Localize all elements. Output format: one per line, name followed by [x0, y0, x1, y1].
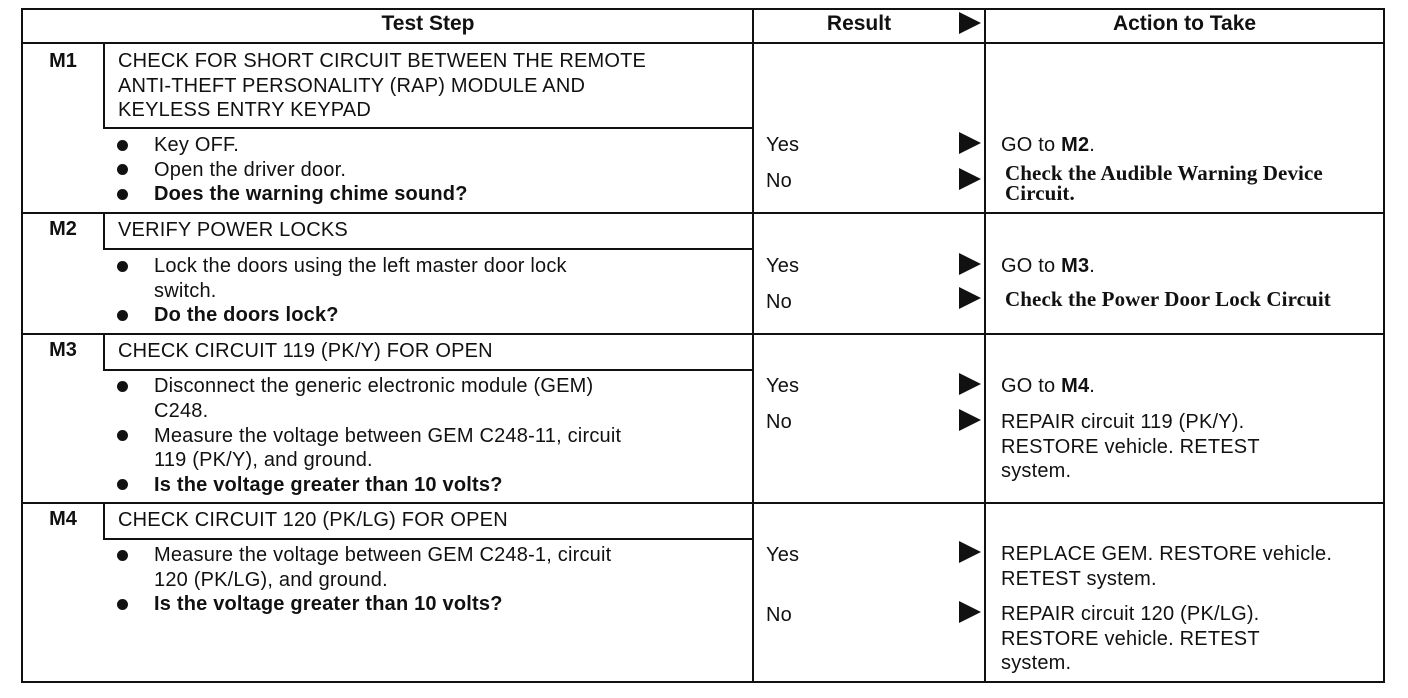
- bullet-text: Disconnect the generic electronic module…: [154, 375, 594, 397]
- action-no: REPAIR circuit 119 (PK/Y).: [1001, 411, 1245, 433]
- action-yes: REPLACE GEM. RESTORE vehicle.: [1001, 543, 1333, 565]
- result-yes: Yes: [766, 134, 800, 156]
- bullet-text: Open the driver door.: [154, 159, 347, 181]
- m4-id-divider: [103, 502, 105, 539]
- bullet-text: 119 (PK/Y), and ground.: [154, 449, 373, 471]
- bullet-text: 120 (PK/LG), and ground.: [154, 568, 388, 591]
- step-id-m2: M2: [49, 218, 77, 240]
- step-id-m3: M3: [49, 339, 77, 361]
- step-title-m3: CHECK CIRCUIT 119 (PK/Y) FOR OPEN: [118, 340, 493, 362]
- result-no: No: [766, 604, 792, 626]
- action-yes: GO to M2.: [1001, 134, 1096, 156]
- bullet-icon: [117, 140, 128, 151]
- action-no: RESTORE vehicle. RETEST: [1001, 627, 1260, 650]
- bullet-text: Measure the voltage between GEM C248-11,…: [154, 424, 622, 447]
- step-link: M3: [1061, 255, 1090, 277]
- m1-bottom-rule: [21, 212, 1385, 214]
- bullet-question: Is the voltage greater than 10 volts?: [154, 473, 503, 496]
- header-test-step: Test Step: [381, 12, 475, 35]
- action-no: Check the Power Door Lock Circuit: [1005, 287, 1331, 311]
- bullet-icon: [117, 381, 128, 392]
- border-left: [21, 8, 23, 683]
- step-link: M4: [1061, 375, 1090, 397]
- step-title-m4: CHECK CIRCUIT 120 (PK/LG) FOR OPEN: [118, 509, 508, 531]
- arrow-icon: [959, 132, 981, 154]
- header-arrow-icon: [959, 12, 981, 34]
- bullet-icon: [117, 261, 128, 272]
- header-rule: [21, 42, 1385, 44]
- header-result: Result: [826, 12, 892, 35]
- arrow-icon: [959, 541, 981, 563]
- arrow-icon: [959, 601, 981, 623]
- m3-title-rule: [103, 369, 753, 371]
- step-id-m4: M4: [49, 508, 77, 530]
- result-yes: Yes: [766, 255, 800, 277]
- action-no: system.: [1001, 460, 1072, 482]
- bullet-icon: [117, 310, 128, 321]
- action-no: Check the Audible Warning Device: [1005, 161, 1323, 185]
- bullet-icon: [117, 479, 128, 490]
- bullet-text: Key OFF.: [154, 134, 239, 156]
- step-id-m1: M1: [49, 50, 77, 72]
- action-no: RESTORE vehicle. RETEST: [1001, 435, 1260, 458]
- bullet-text: Lock the doors using the left master doo…: [154, 255, 567, 277]
- header-action: Action to Take: [1112, 12, 1257, 35]
- divider-result: [752, 8, 754, 683]
- result-no: No: [766, 170, 792, 192]
- bullet-text: Measure the voltage between GEM C248-1, …: [154, 544, 612, 566]
- border-bottom: [21, 681, 1385, 683]
- border-right: [1383, 8, 1385, 683]
- action-no: system.: [1001, 652, 1072, 674]
- bullet-icon: [117, 430, 128, 441]
- bullet-icon: [117, 164, 128, 175]
- border-top: [21, 8, 1385, 10]
- m1-title-rule: [103, 127, 753, 129]
- m3-bottom-rule: [21, 502, 1385, 504]
- bullet-question: Is the voltage greater than 10 volts?: [154, 593, 503, 615]
- action-yes: GO to M4.: [1001, 375, 1096, 397]
- title-line: KEYLESS ENTRY KEYPAD: [118, 99, 371, 121]
- title-line: CHECK FOR SHORT CIRCUIT BETWEEN THE REMO…: [118, 50, 647, 72]
- bullet-icon: [117, 189, 128, 200]
- step-link: M2: [1061, 134, 1090, 156]
- arrow-icon: [959, 287, 981, 309]
- result-no: No: [766, 411, 792, 433]
- action-yes: GO to M3.: [1001, 255, 1096, 277]
- action-no: Circuit.: [1005, 181, 1075, 205]
- arrow-icon: [959, 409, 981, 431]
- title-line: ANTI-THEFT PERSONALITY (RAP) MODULE AND: [118, 74, 586, 97]
- m2-title-rule: [103, 248, 753, 250]
- bullet-text: switch.: [154, 279, 217, 302]
- step-title-m2: VERIFY POWER LOCKS: [118, 219, 348, 241]
- m3-id-divider: [103, 333, 105, 370]
- result-no: No: [766, 291, 792, 313]
- bullet-icon: [117, 599, 128, 610]
- m2-id-divider: [103, 212, 105, 249]
- action-no: REPAIR circuit 120 (PK/LG).: [1001, 603, 1260, 625]
- action-yes: RETEST system.: [1001, 567, 1157, 590]
- m4-title-rule: [103, 538, 753, 540]
- divider-action: [984, 8, 986, 683]
- m2-bottom-rule: [21, 333, 1385, 335]
- bullet-question: Do the doors lock?: [154, 304, 339, 326]
- result-yes: Yes: [766, 544, 800, 566]
- bullet-icon: [117, 550, 128, 561]
- arrow-icon: [959, 253, 981, 275]
- bullet-text: C248.: [154, 399, 209, 422]
- result-yes: Yes: [766, 375, 800, 397]
- arrow-icon: [959, 373, 981, 395]
- arrow-icon: [959, 168, 981, 190]
- bullet-question: Does the warning chime sound?: [154, 183, 468, 205]
- m1-id-divider: [103, 42, 105, 128]
